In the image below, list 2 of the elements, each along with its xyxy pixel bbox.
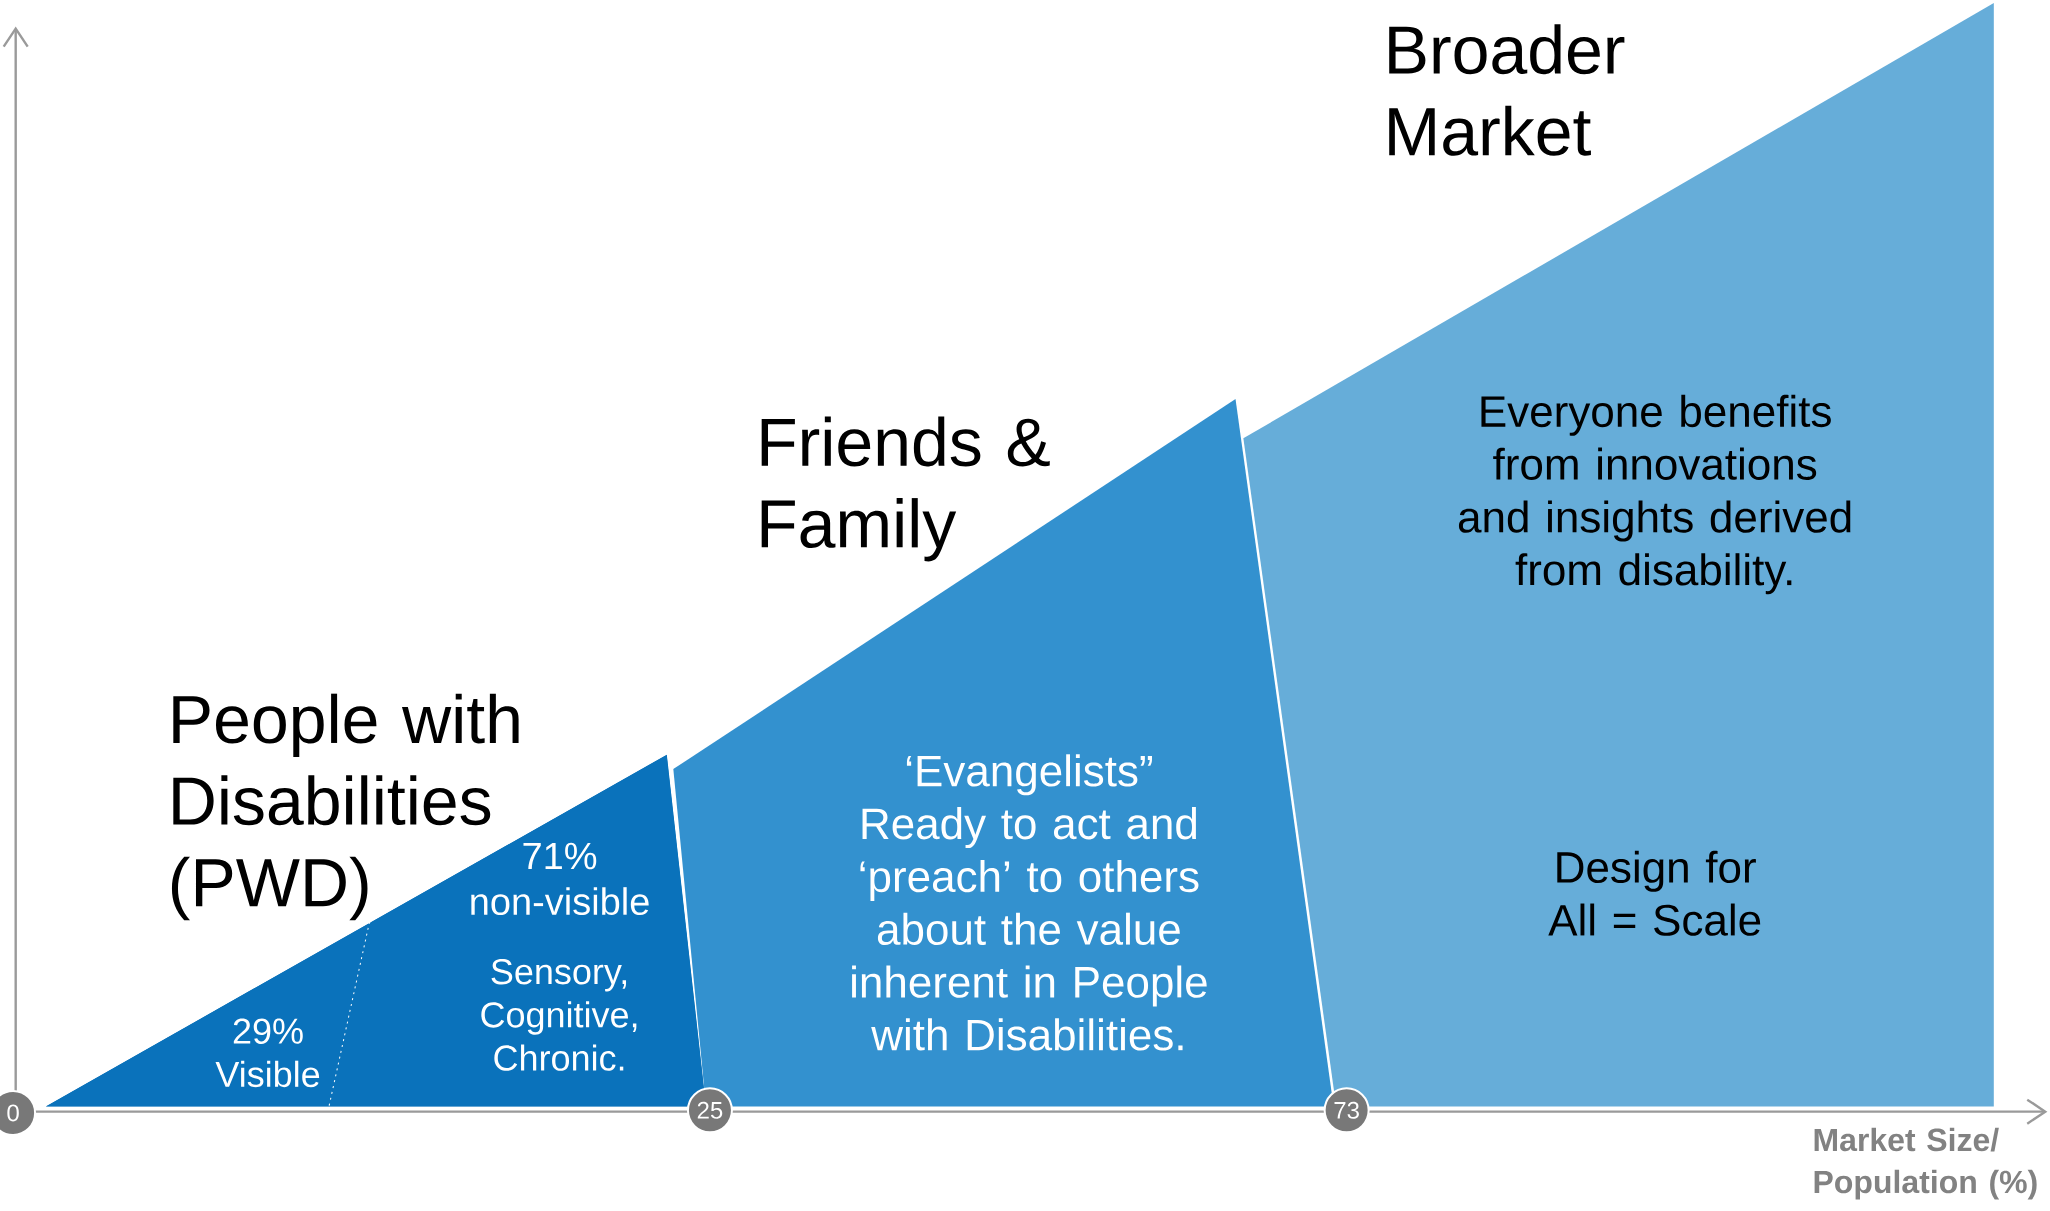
node-label: 29% Visible bbox=[215, 1018, 320, 1088]
visible-segment: 29% Visible bbox=[45, 921, 371, 1108]
